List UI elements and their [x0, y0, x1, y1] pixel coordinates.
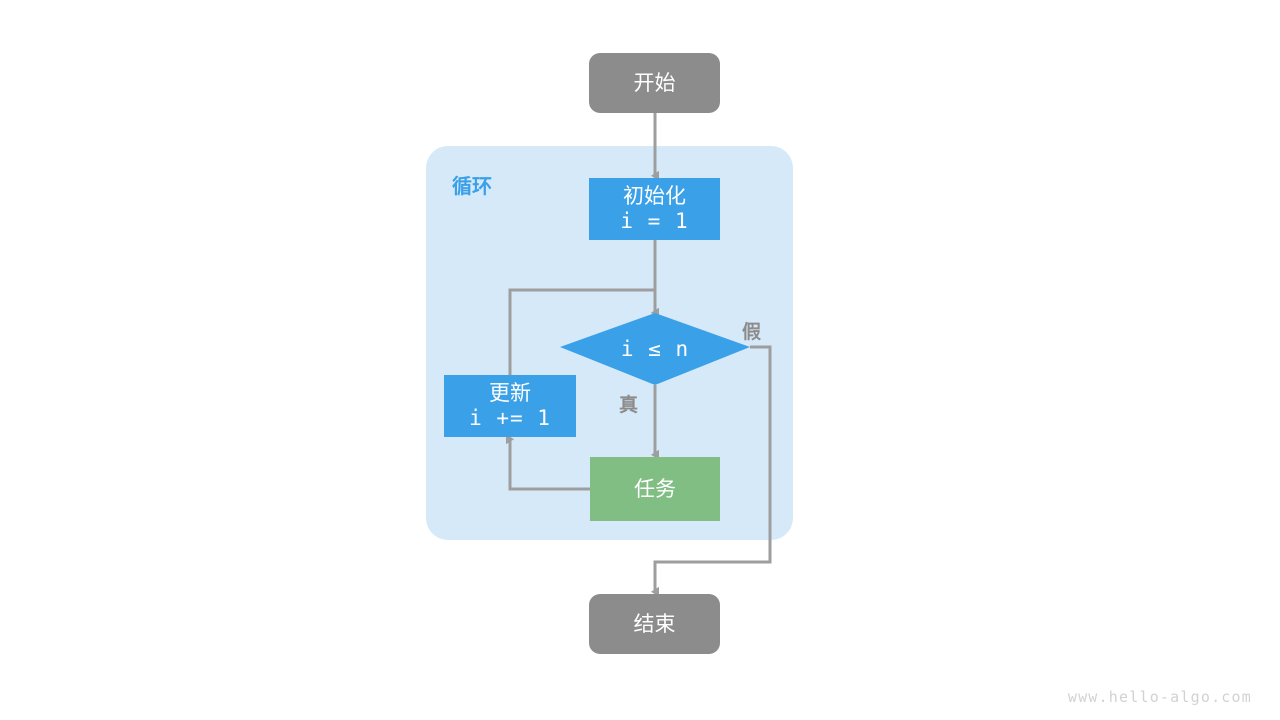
node-condition[interactable] [560, 313, 750, 385]
node-init[interactable] [589, 178, 720, 240]
edge-condition-false-to-end [651, 345, 772, 597]
watermark: www.hello-algo.com [1067, 688, 1252, 706]
node-start[interactable] [589, 53, 720, 113]
node-end[interactable] [589, 594, 720, 654]
edge-label-true: 真 [619, 394, 639, 416]
node-update[interactable] [444, 375, 576, 437]
edge-task-to-update [506, 434, 590, 491]
edge-update-to-condition [508, 288, 659, 375]
edge-label-false: 假 [742, 321, 762, 343]
loop-group-label: 循环 [452, 174, 492, 198]
node-task[interactable] [590, 457, 720, 521]
